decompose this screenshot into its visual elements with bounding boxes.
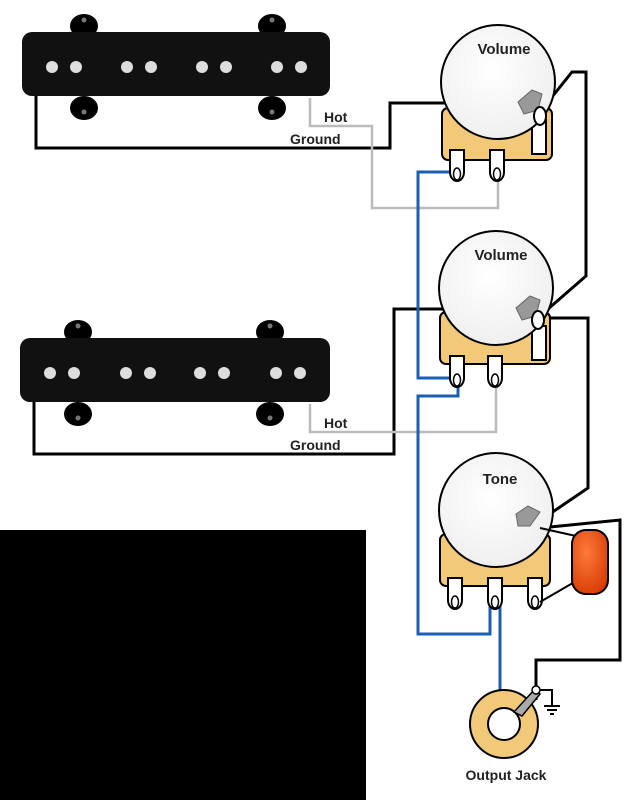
- output-jack: [469, 685, 542, 759]
- volume-pot-2-label: Volume: [474, 247, 527, 264]
- pickup-2-ground-wire: [32, 307, 532, 456]
- volume-pot-1-label: Volume: [477, 41, 530, 58]
- pickup-1-ground-label: Ground: [290, 131, 341, 147]
- pickup-2: [20, 320, 330, 426]
- ground-symbol: [544, 705, 560, 715]
- black-occlusion-block: [0, 530, 366, 800]
- pickup-1-hot-wire: [308, 98, 500, 210]
- output-jack-label: Output Jack: [466, 767, 547, 783]
- pickup-1-hot-label: Hot: [324, 109, 348, 125]
- pickup-1: [22, 14, 330, 120]
- pickup-2-hot-wire: [308, 384, 498, 434]
- volume-pot-1: [440, 24, 556, 182]
- pickup-2-hot-label: Hot: [324, 415, 348, 431]
- volume-pot-2: [438, 230, 554, 388]
- ground-bus-wire: [531, 70, 622, 700]
- pickup-1-ground-wire: [34, 96, 530, 150]
- pickup-2-pole-pieces: [44, 367, 306, 379]
- pickup-1-pole-pieces: [46, 61, 307, 73]
- pickup-2-ground-label: Ground: [290, 437, 341, 453]
- tone-pot: [438, 452, 554, 610]
- tone-capacitor: [571, 529, 609, 595]
- tone-pot-label: Tone: [483, 471, 518, 488]
- signal-wire: [416, 170, 502, 700]
- jack-ground-wire: [536, 689, 553, 706]
